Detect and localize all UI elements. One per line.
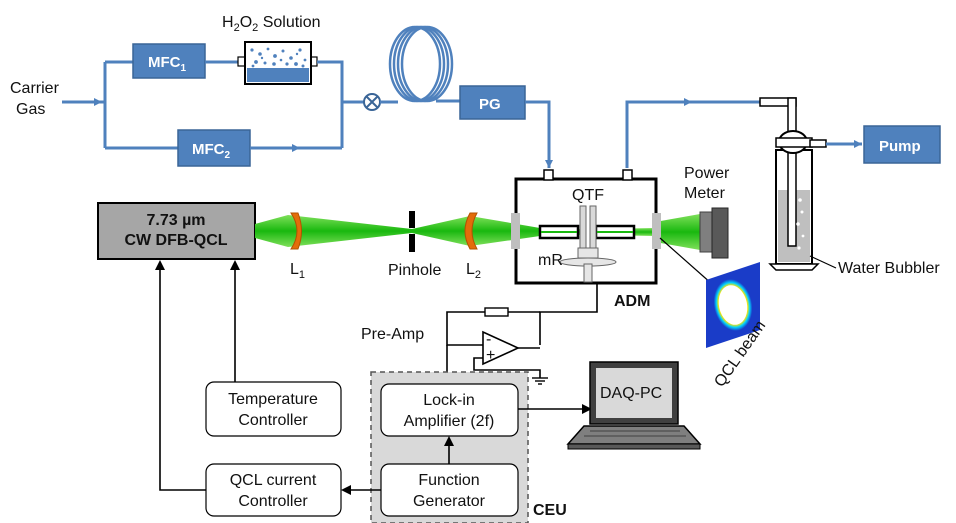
laser-label-line2: CW DFB-QCL <box>124 232 227 249</box>
beam-profile-leader <box>659 237 713 285</box>
adm-outlet-port <box>622 169 633 181</box>
laser-block <box>97 202 256 260</box>
pump-block <box>863 125 941 164</box>
lens2-label: L2 <box>466 261 481 281</box>
pg-label: PG <box>479 96 501 113</box>
delay-coil-icon <box>388 25 454 103</box>
water-bubbler <box>768 130 827 271</box>
power-meter-icon <box>699 207 729 259</box>
pinhole-lower <box>409 234 415 252</box>
op-amp-minus: - <box>486 331 491 348</box>
daq-pc-laptop-icon <box>566 361 702 450</box>
pg-block <box>459 85 526 120</box>
mfc1-block <box>132 43 206 79</box>
qtf-label: QTF <box>572 187 604 204</box>
adm-window-left <box>511 213 520 249</box>
temperature-label-line2: Controller <box>238 412 308 429</box>
function-label-line1: Function <box>418 472 479 489</box>
pinhole-label: Pinhole <box>388 262 441 279</box>
daq-pc-label: DAQ-PC <box>600 385 662 402</box>
qcl-beam-profile-icon <box>706 262 760 348</box>
water-bubbler-label: Water Bubbler <box>838 260 940 277</box>
temperature-label-line1: Temperature <box>228 391 318 408</box>
lens1-label: L1 <box>290 261 305 281</box>
pinhole-upper <box>409 211 415 228</box>
pipe-adm-out <box>625 100 765 168</box>
temperature-controller-block <box>205 381 342 437</box>
electronics: Pre-Amp - + CEU Lock-in Amplifier (2f) F… <box>155 260 702 523</box>
bubbles <box>250 47 307 68</box>
op-amp-plus: + <box>486 347 495 364</box>
current-to-laser-arrow <box>155 260 206 491</box>
solution-label: H2O2 Solution <box>222 14 321 34</box>
feedback-resistor-icon <box>484 307 509 317</box>
mixer-valve-icon <box>363 93 381 111</box>
feedback-wire-left <box>446 311 485 346</box>
ceu-label: CEU <box>533 502 567 519</box>
function-label-line2: Generator <box>413 493 486 510</box>
adm-inlet-port <box>543 169 554 181</box>
current-label-line2: Controller <box>238 493 308 510</box>
adm-label: ADM <box>614 293 650 310</box>
adm-signal-wire <box>539 283 598 345</box>
ground-icon <box>532 377 548 385</box>
pump-label: Pump <box>879 138 921 155</box>
pipe-solution-out <box>317 60 344 148</box>
optics: 7.73 µm CW DFB-QCL L1 Pinhole L2 QTF <box>97 165 769 390</box>
lens1-icon <box>290 212 302 250</box>
mfc2-label: MFC2 <box>192 141 231 161</box>
mfc1-label: MFC1 <box>148 54 187 74</box>
mfc2-block <box>177 129 251 167</box>
current-label-line1: QCL current <box>230 472 317 489</box>
pipe-pg-to-adm <box>525 100 551 168</box>
solution-bottle <box>237 41 318 85</box>
adm-window-right <box>652 213 661 249</box>
lockin-label-line1: Lock-in <box>423 392 475 409</box>
carrier-gas-label-line2: Gas <box>16 101 45 118</box>
power-meter-label-line1: Power <box>684 165 730 182</box>
carrier-gas-label-line1: Carrier <box>10 80 60 97</box>
micro-resonator <box>538 224 636 240</box>
power-meter-label-line2: Meter <box>684 185 726 202</box>
ground-wire <box>473 357 541 378</box>
lockin-label-line2: Amplifier (2f) <box>404 413 495 430</box>
op-amp-icon <box>482 330 520 366</box>
lens2-icon <box>464 212 478 250</box>
bubbler-leader <box>809 255 837 269</box>
mr-label: mR <box>538 252 563 269</box>
gas-handling: Carrier Gas MFC1 MFC2 H2O2 Solution <box>10 14 941 277</box>
qtf-fork <box>559 205 617 283</box>
pre-amp-label: Pre-Amp <box>361 326 424 343</box>
laser-label-line1: 7.73 µm <box>146 212 205 229</box>
